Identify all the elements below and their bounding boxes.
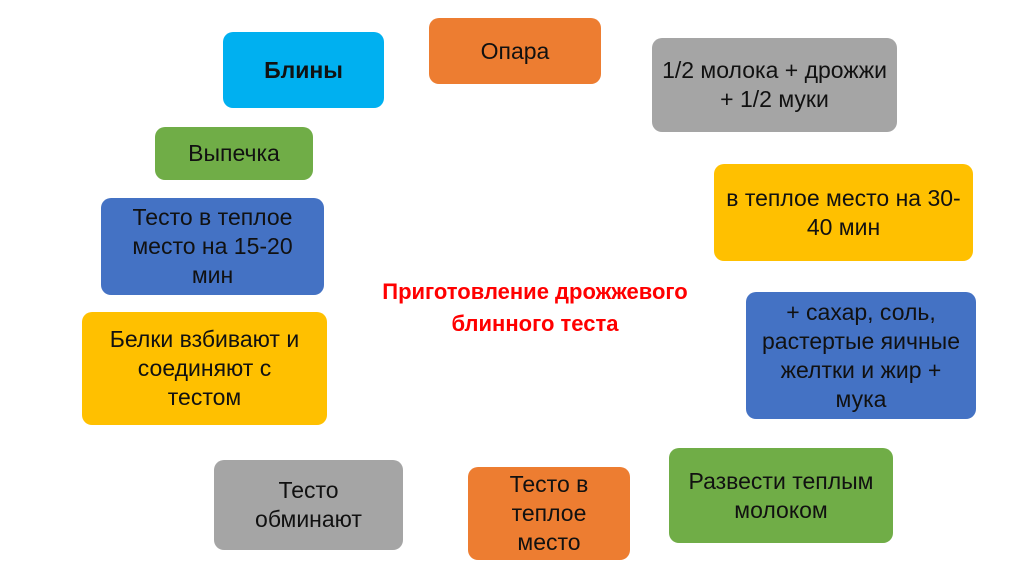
step-sugar-salt-yolks: + сахар, соль, растертые яичные желтки и…	[746, 292, 976, 419]
step-dough-warm: Тесто в теплое место	[468, 467, 630, 560]
diagram-title: Приготовление дрожжевого блинного теста	[382, 279, 688, 336]
step-dilute-milk: Развести теплым молоком	[669, 448, 893, 543]
step-warm-15-20: Тесто в теплое место на 15-20 мин	[101, 198, 324, 295]
step-milk-yeast-flour: 1/2 молока + дрожжи + 1/2 муки	[652, 38, 897, 132]
step-bliny: Блины	[223, 32, 384, 108]
step-warm-30-40: в теплое место на 30-40 мин	[714, 164, 973, 261]
step-whites-whipped: Белки взбивают и соединяют с тестом	[82, 312, 327, 425]
step-baking: Выпечка	[155, 127, 313, 180]
step-opara: Опара	[429, 18, 601, 84]
step-dough-knead: Тесто обминают	[214, 460, 403, 550]
